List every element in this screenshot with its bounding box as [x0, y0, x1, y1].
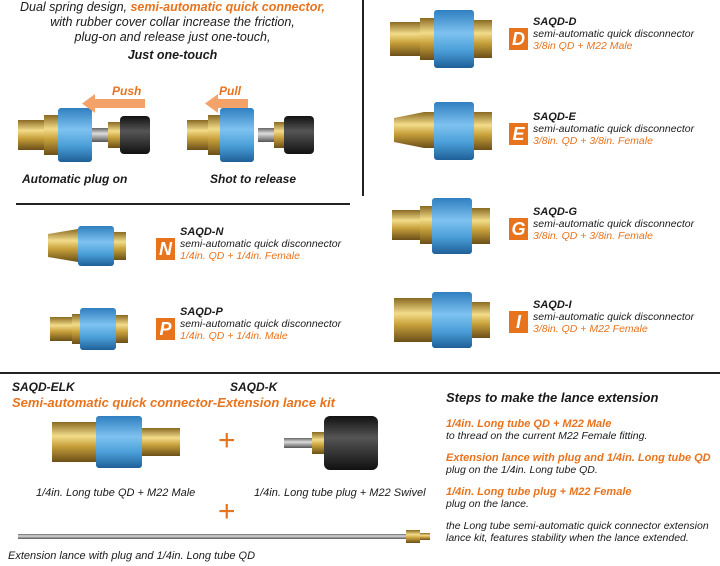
kit-code-elk: SAQD-ELK	[12, 380, 75, 394]
connector-plug-on-image	[18, 108, 150, 162]
product-n-letter: N	[156, 238, 175, 260]
product-d-image	[390, 10, 492, 68]
step-1-text: to thread on the current M22 Female fitt…	[446, 430, 648, 442]
automatic-plug-on-caption: Automatic plug on	[22, 172, 128, 186]
product-g-letter: G	[509, 218, 528, 240]
product-i-letter: I	[509, 311, 528, 333]
divider-vertical	[362, 0, 364, 196]
product-e-letter: E	[509, 123, 528, 145]
pull-arrow-icon	[205, 94, 248, 113]
divider-bottom	[0, 372, 720, 374]
kit-title: Semi-automatic quick connector-Extension…	[12, 395, 335, 410]
step-3-heading: 1/4in. Long tube plug + M22 Female	[446, 486, 632, 498]
connector-release-image	[187, 108, 314, 162]
kit-plug-swivel-image	[284, 416, 378, 470]
intro-text: Dual spring design, semi-automatic quick…	[0, 0, 345, 63]
push-label: Push	[112, 84, 142, 98]
kit-code-k: SAQD-K	[230, 380, 278, 394]
kit-qd-image	[52, 416, 180, 468]
kit-caption-lance: Extension lance with plug and 1/4in. Lon…	[8, 550, 256, 562]
step-2-heading: Extension lance with plug and 1/4in. Lon…	[446, 452, 711, 464]
kit-caption-plug: 1/4in. Long tube plug + M22 Swivel	[254, 487, 426, 499]
pull-label: Pull	[219, 84, 242, 98]
product-p-image	[50, 308, 128, 350]
plus-sign-1: +	[218, 424, 236, 457]
step-1-heading: 1/4in. Long tube QD + M22 Male	[446, 418, 612, 430]
product-i-image	[394, 292, 490, 348]
kit-caption-qd: 1/4in. Long tube QD + M22 Male	[36, 487, 196, 499]
divider-top-left	[16, 203, 350, 205]
extension-lance-image	[18, 530, 430, 543]
shot-to-release-caption: Shot to release	[210, 172, 297, 186]
step-3-text: plug on the lance.	[446, 498, 529, 510]
product-n-image	[48, 226, 126, 266]
product-e-image	[394, 102, 492, 160]
steps-list: 1/4in. Long tube QD + M22 Male to thread…	[446, 418, 716, 544]
steps-title: Steps to make the lance extension	[446, 390, 659, 405]
step-4-text: the Long tube semi-automatic quick conne…	[446, 520, 709, 544]
push-arrow-icon	[82, 94, 145, 113]
plus-sign-2: +	[218, 495, 236, 528]
just-one-touch: Just one-touch	[127, 48, 218, 62]
step-2-text: plug on the 1/4in. Long tube QD.	[446, 464, 598, 476]
product-p-letter: P	[156, 318, 175, 340]
product-g-image	[392, 198, 490, 254]
product-d-letter: D	[509, 28, 528, 50]
